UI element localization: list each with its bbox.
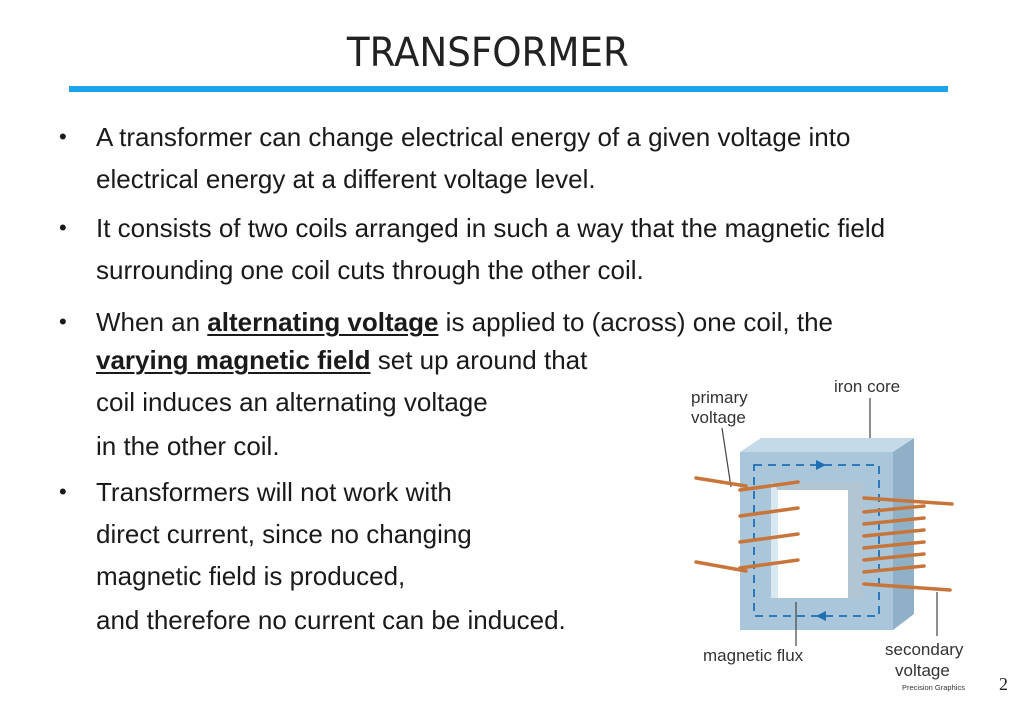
- bullet-3-line-2: varying magnetic field set up around tha…: [96, 345, 587, 375]
- label-secondary-line-2: voltage: [895, 661, 950, 680]
- bullet-3-line-3: coil induces an alternating voltage: [96, 387, 488, 417]
- label-primary-line-2: voltage: [691, 408, 746, 427]
- image-credit: Precision Graphics: [902, 683, 965, 692]
- bullet-3-text-d: set up around that: [370, 345, 588, 375]
- label-iron-core: iron core: [834, 377, 900, 396]
- secondary-coil: [862, 496, 954, 592]
- bullet-3-text-c: is applied to (across) one coil, the: [438, 307, 833, 337]
- term-alternating-voltage: alternating voltage: [207, 307, 439, 337]
- flux-arrow-bottom: [816, 611, 826, 621]
- bullet-2-line-1: It consists of two coils arranged in suc…: [96, 213, 886, 243]
- transformer-diagram: primary voltage iron core magnetic flux …: [691, 377, 965, 692]
- bullet-4-line-4: and therefore no current can be induced.: [96, 605, 566, 635]
- bullet-2-line-2: surrounding one coil cuts through the ot…: [96, 255, 644, 285]
- primary-coil: [694, 476, 800, 573]
- bullet-3-line-4: in the other coil.: [96, 431, 280, 461]
- bullet-3-line-1: When an alternating voltage is applied t…: [96, 307, 833, 337]
- core-side-face: [893, 438, 914, 630]
- bullet-4-line-3: magnetic field is produced,: [96, 561, 406, 591]
- core-front-face: [740, 452, 893, 630]
- bullet-1-line-1: A transformer can change electrical ener…: [96, 122, 851, 152]
- core-top-face: [740, 438, 914, 452]
- term-varying-magnetic-field: varying magnetic field: [96, 345, 371, 375]
- bullet-1-line-2: electrical energy at a different voltage…: [96, 164, 596, 194]
- bullet-marker-4: •: [59, 479, 67, 504]
- core-window-depth: [771, 482, 863, 598]
- core-window-highlight: [771, 482, 778, 598]
- bullet-4-line-2: direct current, since no changing: [96, 519, 472, 549]
- bullet-marker-3: •: [59, 309, 67, 334]
- bullet-marker-1: •: [59, 124, 67, 149]
- bullet-4-line-1: Transformers will not work with: [96, 477, 452, 507]
- label-magnetic-flux: magnetic flux: [703, 646, 804, 665]
- label-primary-line-1: primary: [691, 388, 748, 407]
- title-underline: [69, 86, 948, 92]
- page-number: 2: [999, 674, 1008, 694]
- pointer-primary: [721, 427, 732, 488]
- flux-arrow-top: [816, 460, 826, 470]
- bullet-3-text-a: When an: [96, 307, 208, 337]
- bullet-marker-2: •: [59, 215, 67, 240]
- slide-title: TRANSFORMER: [346, 30, 629, 76]
- label-secondary-line-1: secondary: [885, 640, 964, 659]
